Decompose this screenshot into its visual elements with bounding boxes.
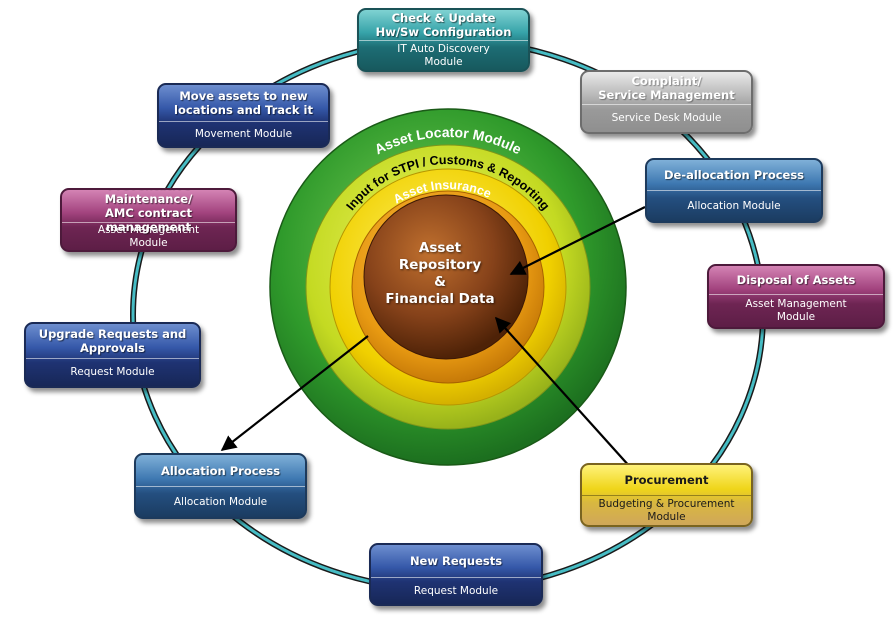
node-preventative[interactable]: Preventative Maintenance/ AMC contract m… [60,188,237,252]
node-complaint-title: Complaint/ Service Management [582,72,751,105]
node-deallocation-sub: Allocation Module [687,199,781,212]
node-check-update-sub: IT Auto Discovery Module [397,42,490,68]
arrow-procurement-to-core [494,316,641,479]
node-allocation-title: Allocation Process [136,455,305,487]
node-check-update-title: Check & Update Hw/Sw Configuration [359,10,528,41]
node-deallocation-title: De-allocation Process [647,160,821,191]
node-disposal-title: Disposal of Assets [709,266,883,295]
core-label: Asset Repository & Financial Data [385,240,495,307]
node-preventative-sub: Asset Management Module [97,223,200,249]
arrow-core-to-allocation [220,335,369,451]
arrow-deallocation-to-core [509,206,646,275]
node-upgrade-sub: Request Module [70,366,155,378]
node-check-update[interactable]: Check & Update Hw/Sw Configuration IT Au… [357,8,530,72]
node-move-assets[interactable]: Move assets to new locations and Track i… [157,83,330,148]
node-allocation[interactable]: Allocation Process Allocation Module [134,453,307,519]
core-circle [363,194,529,360]
node-new-requests-sub: Request Module [413,584,499,597]
node-deallocation[interactable]: De-allocation Process Allocation Module [645,158,823,223]
node-move-assets-sub: Movement Module [194,127,293,140]
node-disposal-sub: Asset Management Module [745,298,847,323]
node-disposal[interactable]: Disposal of Assets Asset Management Modu… [707,264,885,329]
node-upgrade[interactable]: Upgrade Requests and Approvals Request M… [24,322,201,388]
node-preventative-title: Preventative Maintenance/ AMC contract m… [62,190,235,234]
node-procurement[interactable]: Procurement Budgeting & Procurement Modu… [580,463,753,527]
node-new-requests[interactable]: New Requests Request Module [369,543,543,606]
node-allocation-sub: Allocation Module [173,495,268,508]
node-new-requests-title: New Requests [371,545,541,578]
node-complaint-sub: Service Desk Module [611,112,722,124]
node-complaint[interactable]: Complaint/ Service Management Service De… [580,70,753,134]
node-procurement-title: Procurement [582,465,751,496]
node-move-assets-title: Move assets to new locations and Track i… [159,85,328,122]
node-upgrade-title: Upgrade Requests and Approvals [26,324,199,359]
node-procurement-sub: Budgeting & Procurement Module [598,497,735,523]
